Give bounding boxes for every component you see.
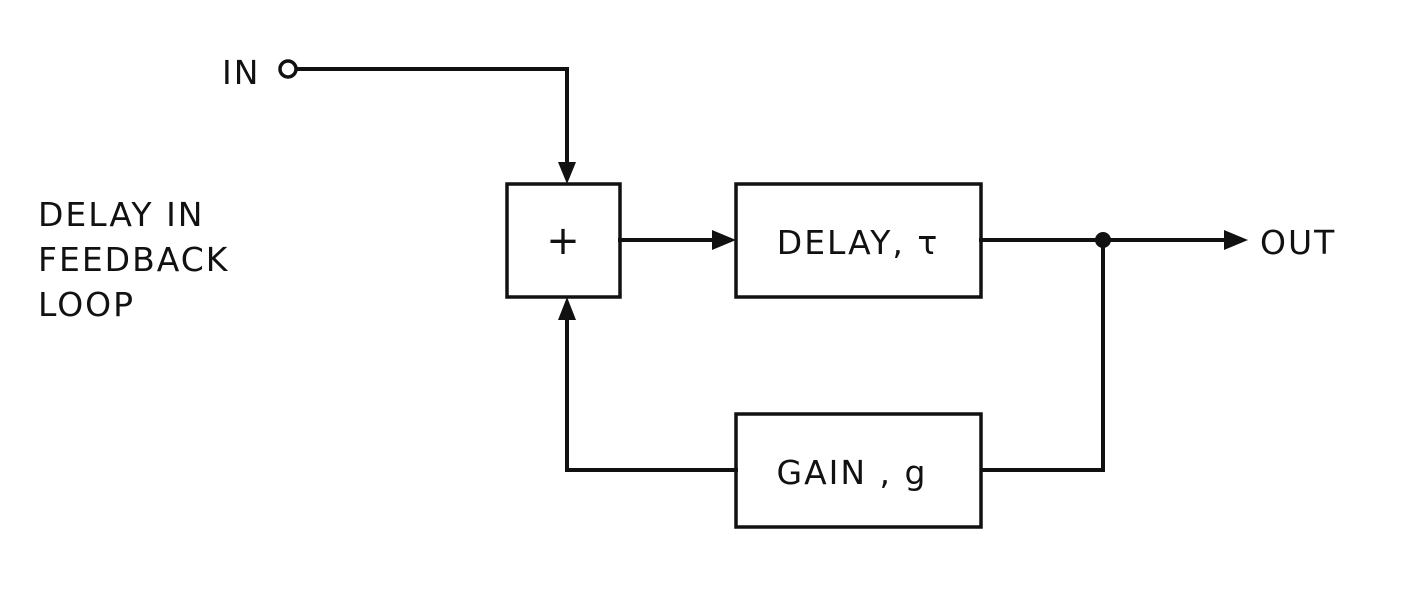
gain-block	[734, 412, 983, 529]
feedback-return-wire	[565, 314, 738, 472]
gain-block-label: GAIN , g	[777, 453, 928, 492]
summing-junction	[505, 182, 622, 299]
caption-line-3: LOOP	[38, 285, 135, 324]
caption-line-2: FEEDBACK	[38, 240, 229, 279]
input-label: IN	[222, 53, 260, 92]
input-arrowhead	[558, 162, 576, 184]
summer-plus-symbol: +	[546, 218, 580, 264]
delay-block	[734, 182, 983, 299]
feedback-arrowhead	[558, 297, 576, 320]
input-wire	[295, 67, 569, 168]
output-arrowhead	[1224, 230, 1248, 250]
output-label: OUT	[1260, 223, 1336, 262]
diagram-caption: DELAY IN FEEDBACK LOOP	[38, 195, 229, 324]
caption-line-1: DELAY IN	[38, 195, 204, 234]
delay-input-arrowhead	[712, 230, 736, 250]
feedback-tap-wire	[979, 238, 1105, 472]
delay-block-label: DELAY, τ	[777, 223, 939, 262]
input-terminal	[278, 59, 298, 79]
